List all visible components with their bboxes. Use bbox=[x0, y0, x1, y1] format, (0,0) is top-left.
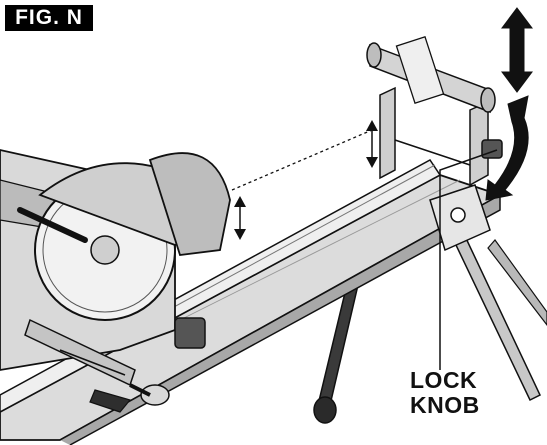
leg-bracket bbox=[429, 184, 491, 252]
figure-label: FIG. N bbox=[5, 5, 93, 31]
up-down-arrow-icon bbox=[501, 7, 533, 93]
lock-knob-leader-line bbox=[439, 149, 498, 370]
workpiece-support bbox=[366, 36, 503, 187]
height-indicators bbox=[231, 120, 378, 240]
adjustment-arrows bbox=[485, 7, 533, 201]
rotate-arrow-icon bbox=[485, 95, 529, 201]
callout-line-2: KNOB bbox=[410, 392, 480, 418]
lock-knob-callout: LOCK KNOB bbox=[410, 368, 494, 418]
callout-line-1: LOCK bbox=[410, 367, 478, 393]
miter-saw bbox=[0, 149, 231, 413]
